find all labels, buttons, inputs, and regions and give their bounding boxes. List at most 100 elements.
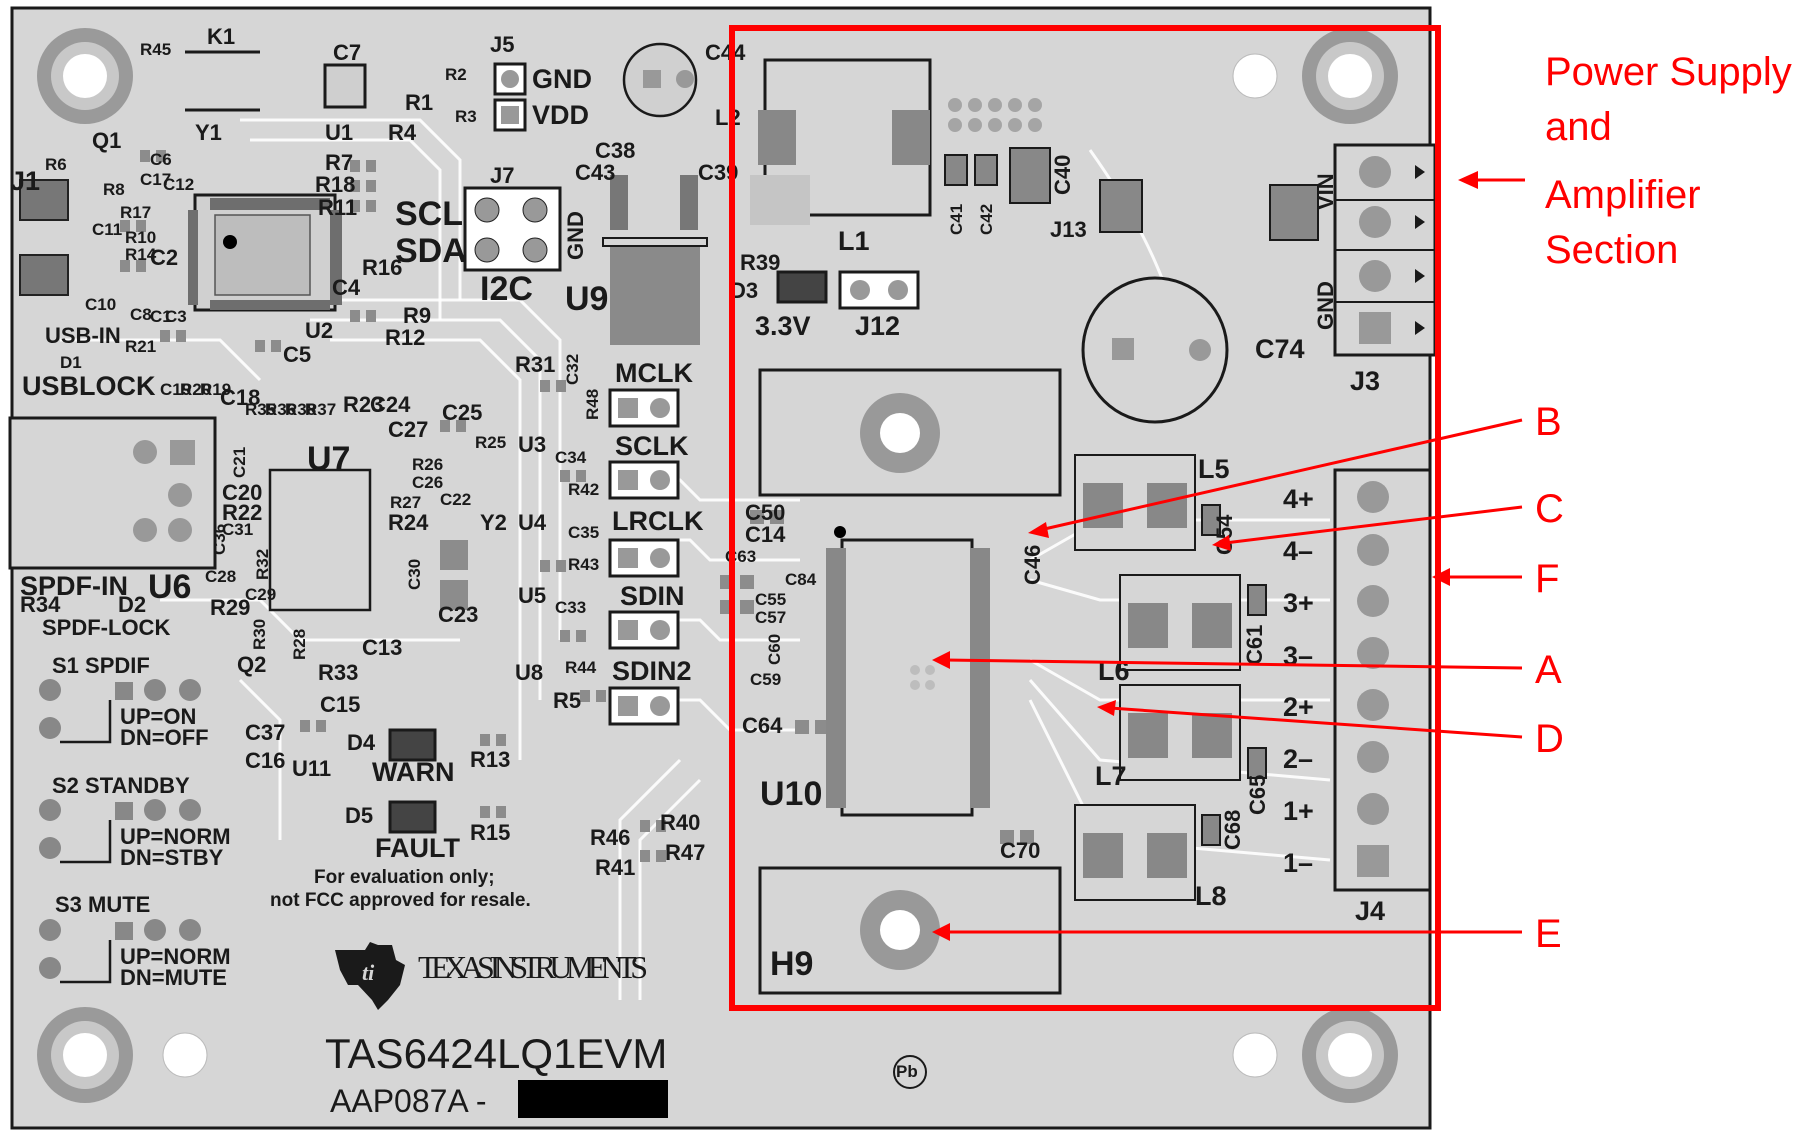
silk-l6: L6 xyxy=(1098,656,1130,686)
silk-y1: Y1 xyxy=(195,120,222,145)
silk-c4: C4 xyxy=(332,275,361,300)
silk-c14: C14 xyxy=(745,522,786,547)
silk-j1: J1 xyxy=(10,166,40,196)
silk-r31: R31 xyxy=(515,352,555,377)
silk-r13: R13 xyxy=(470,747,510,772)
silk-u2: U2 xyxy=(305,318,333,343)
silk-r43: R43 xyxy=(568,555,599,574)
silk-fault: FAULT xyxy=(375,833,460,863)
silk-c84: C84 xyxy=(785,570,817,589)
silk-c74: C74 xyxy=(1255,334,1305,364)
silk-r33: R33 xyxy=(318,660,358,685)
silk-r4: R4 xyxy=(388,120,417,145)
silk-c44: C44 xyxy=(705,40,746,65)
silk-c35: C35 xyxy=(568,523,599,542)
silk-r9: R9 xyxy=(403,303,431,328)
silk-r42: R42 xyxy=(568,480,599,499)
usb-section xyxy=(19,42,708,345)
silk-r10: R10 xyxy=(125,228,156,247)
silk-q2: Q2 xyxy=(237,652,266,677)
silk-c20: C20 xyxy=(222,480,262,505)
silk-c22: C22 xyxy=(440,490,471,509)
silk-up-norm: UP=NORM xyxy=(120,824,231,849)
silk-c8: C8 xyxy=(130,305,152,324)
j4-output-terminal xyxy=(1333,468,1432,892)
silk-r26: R26 xyxy=(412,455,443,474)
silk-c64: C64 xyxy=(742,713,783,738)
silk-c50: C50 xyxy=(745,500,785,525)
audio-header-pins xyxy=(608,270,920,726)
silk-l2: L2 xyxy=(715,105,741,130)
silk-r17: R17 xyxy=(120,203,151,222)
silk-d1: D1 xyxy=(60,353,82,372)
silk-c42: C42 xyxy=(977,204,996,235)
silk-c41: C41 xyxy=(947,204,966,235)
power-components xyxy=(750,58,1229,995)
silk-j12: J12 xyxy=(855,311,900,341)
silk-u1: U1 xyxy=(325,120,353,145)
silk-l5: L5 xyxy=(1198,454,1230,484)
silk-h9: H9 xyxy=(770,945,813,983)
silk-l1: L1 xyxy=(838,226,870,256)
silk-r46: R46 xyxy=(590,825,630,850)
silk-r3: R3 xyxy=(455,107,477,126)
silkscreen-labels: K1 R45 C7 J5 GND VDD C44 R2 R1 R3 R4 U1 … xyxy=(10,24,1385,1081)
silk-r22: R22 xyxy=(222,500,262,525)
silk-j4: J4 xyxy=(1355,896,1385,926)
silk-r47: R47 xyxy=(665,840,705,865)
silk-gnd-j3: GND xyxy=(1313,281,1338,330)
silk-u10: U10 xyxy=(760,775,822,813)
silk-r37: R37 xyxy=(305,400,336,419)
silk-sdin2: SDIN2 xyxy=(612,656,692,686)
j3-power-terminal xyxy=(1269,143,1437,357)
silk-y2: Y2 xyxy=(480,510,507,535)
silk-k1: K1 xyxy=(207,24,235,49)
silk-c31: C31 xyxy=(222,520,253,539)
ti-logo: ti xyxy=(335,942,405,1010)
silk-u6: U6 xyxy=(148,568,191,606)
callout-b: B xyxy=(1535,400,1562,444)
silk-c29: C29 xyxy=(245,585,276,604)
silk-c18: C18 xyxy=(220,385,260,410)
silk-r16: R16 xyxy=(362,255,402,280)
silk-c60: C60 xyxy=(765,634,784,665)
silk-c37: C37 xyxy=(245,720,285,745)
silk-r1: R1 xyxy=(405,90,433,115)
silk-c12: C12 xyxy=(163,175,194,194)
silk-c70: C70 xyxy=(1000,838,1040,863)
silk-1p: 1+ xyxy=(1283,796,1314,826)
section-label: Power Supply and Amplifier Section xyxy=(1458,50,1792,272)
silk-c17: C17 xyxy=(140,170,171,189)
silk-r44: R44 xyxy=(565,658,597,677)
silk-up-norm2: UP=NORM xyxy=(120,944,231,969)
silk-j7: J7 xyxy=(490,163,514,188)
silk-r2: R2 xyxy=(445,65,467,84)
silk-dn-mute: DN=MUTE xyxy=(120,965,227,990)
silk-c59: C59 xyxy=(750,670,781,689)
board-name: TAS6424LQ1EVM xyxy=(325,1030,667,1077)
silk-r45: R45 xyxy=(140,40,171,59)
silk-dn-stby: DN=STBY xyxy=(120,845,224,870)
silk-r15: R15 xyxy=(470,820,510,845)
silk-c43: C43 xyxy=(575,160,615,185)
callout-b-line xyxy=(1039,418,1523,532)
silk-r30: R30 xyxy=(250,619,269,650)
silk-c15: C15 xyxy=(320,692,360,717)
silk-r38: R38 xyxy=(285,400,316,419)
silk-c65: C65 xyxy=(1245,775,1270,815)
silk-usb-in: USB-IN xyxy=(45,323,121,348)
silk-r39: R39 xyxy=(740,250,780,275)
silk-u8: U8 xyxy=(515,660,543,685)
section-label-line2: and xyxy=(1545,105,1612,149)
silk-j3: J3 xyxy=(1350,366,1380,396)
silk-c11: C11 xyxy=(92,220,122,239)
silk-r21: R21 xyxy=(125,337,156,356)
silk-c10: C10 xyxy=(85,295,116,314)
silk-r24: R24 xyxy=(388,510,429,535)
silk-r19: R19 xyxy=(200,380,231,399)
silk-c33: C33 xyxy=(555,598,586,617)
silk-lrclk: LRCLK xyxy=(612,506,704,536)
callout-c: C xyxy=(1535,487,1564,531)
silk-c55: C55 xyxy=(755,590,786,609)
